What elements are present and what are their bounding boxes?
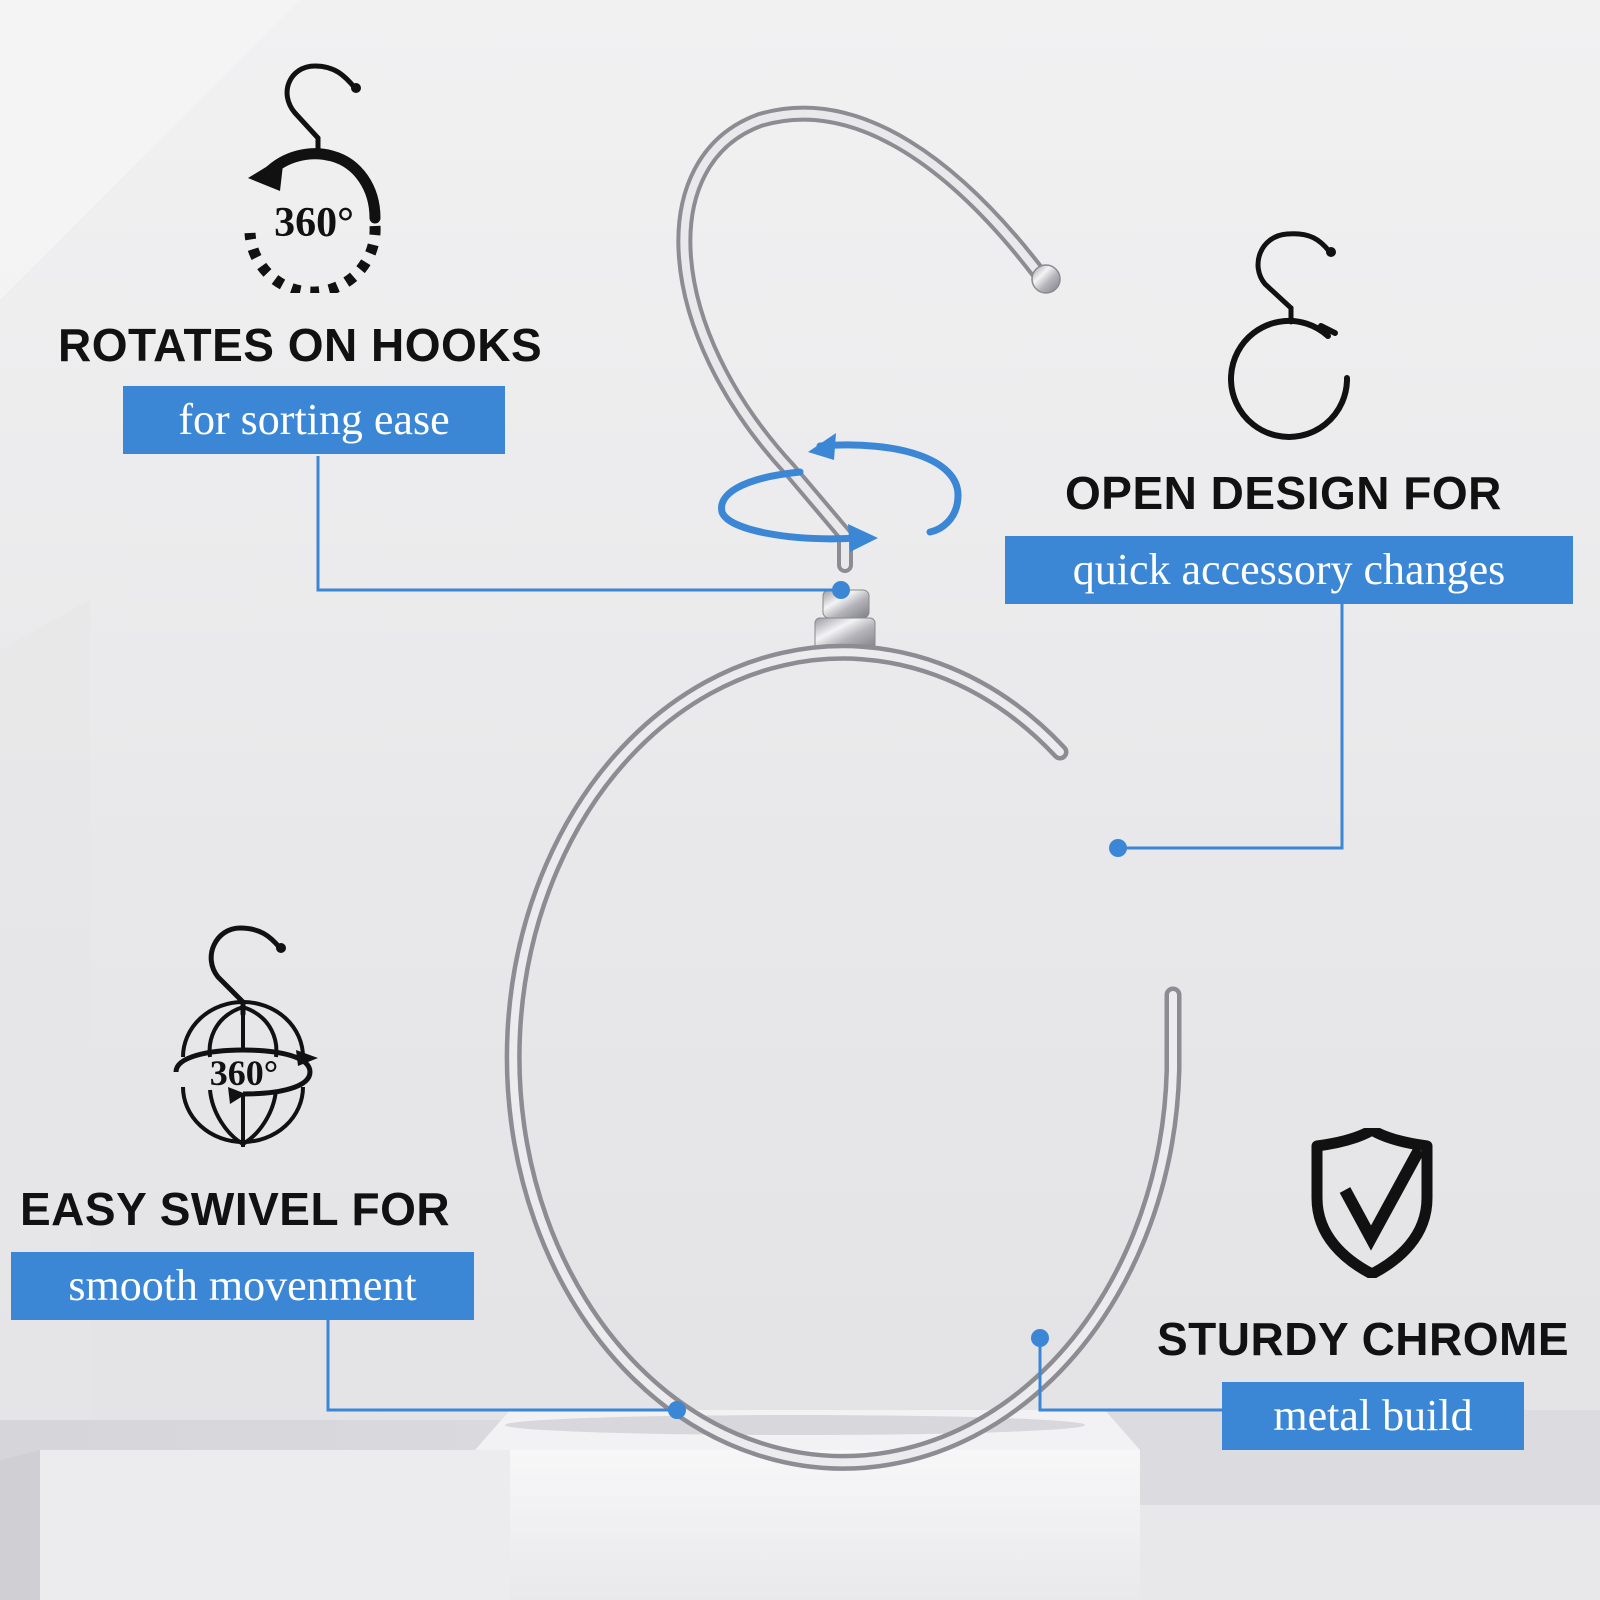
feature-tag-swivel: smooth movenment [11,1252,474,1320]
feature-heading-open-design: OPEN DESIGN FOR [1065,467,1502,519]
degree-label: 360° [210,1053,278,1093]
feature-tag-open-design: quick accessory changes [1005,536,1573,604]
hanger-globe-360-icon: 360° [173,925,318,1147]
feature-heading-swivel: EASY SWIVEL FOR [20,1183,451,1235]
hanger-rotate-360-icon: 360° [244,63,381,293]
feature-tag-rotate: for sorting ease [123,386,505,454]
ring-hanger-icon [1228,231,1351,440]
feature-heading-rotate: ROTATES ON HOOKS [58,319,543,371]
shield-check-icon [1311,1128,1433,1278]
feature-heading-chrome: STURDY CHROME [1157,1313,1570,1365]
feature-tag-chrome: metal build [1222,1382,1524,1450]
degree-label: 360° [274,200,354,246]
